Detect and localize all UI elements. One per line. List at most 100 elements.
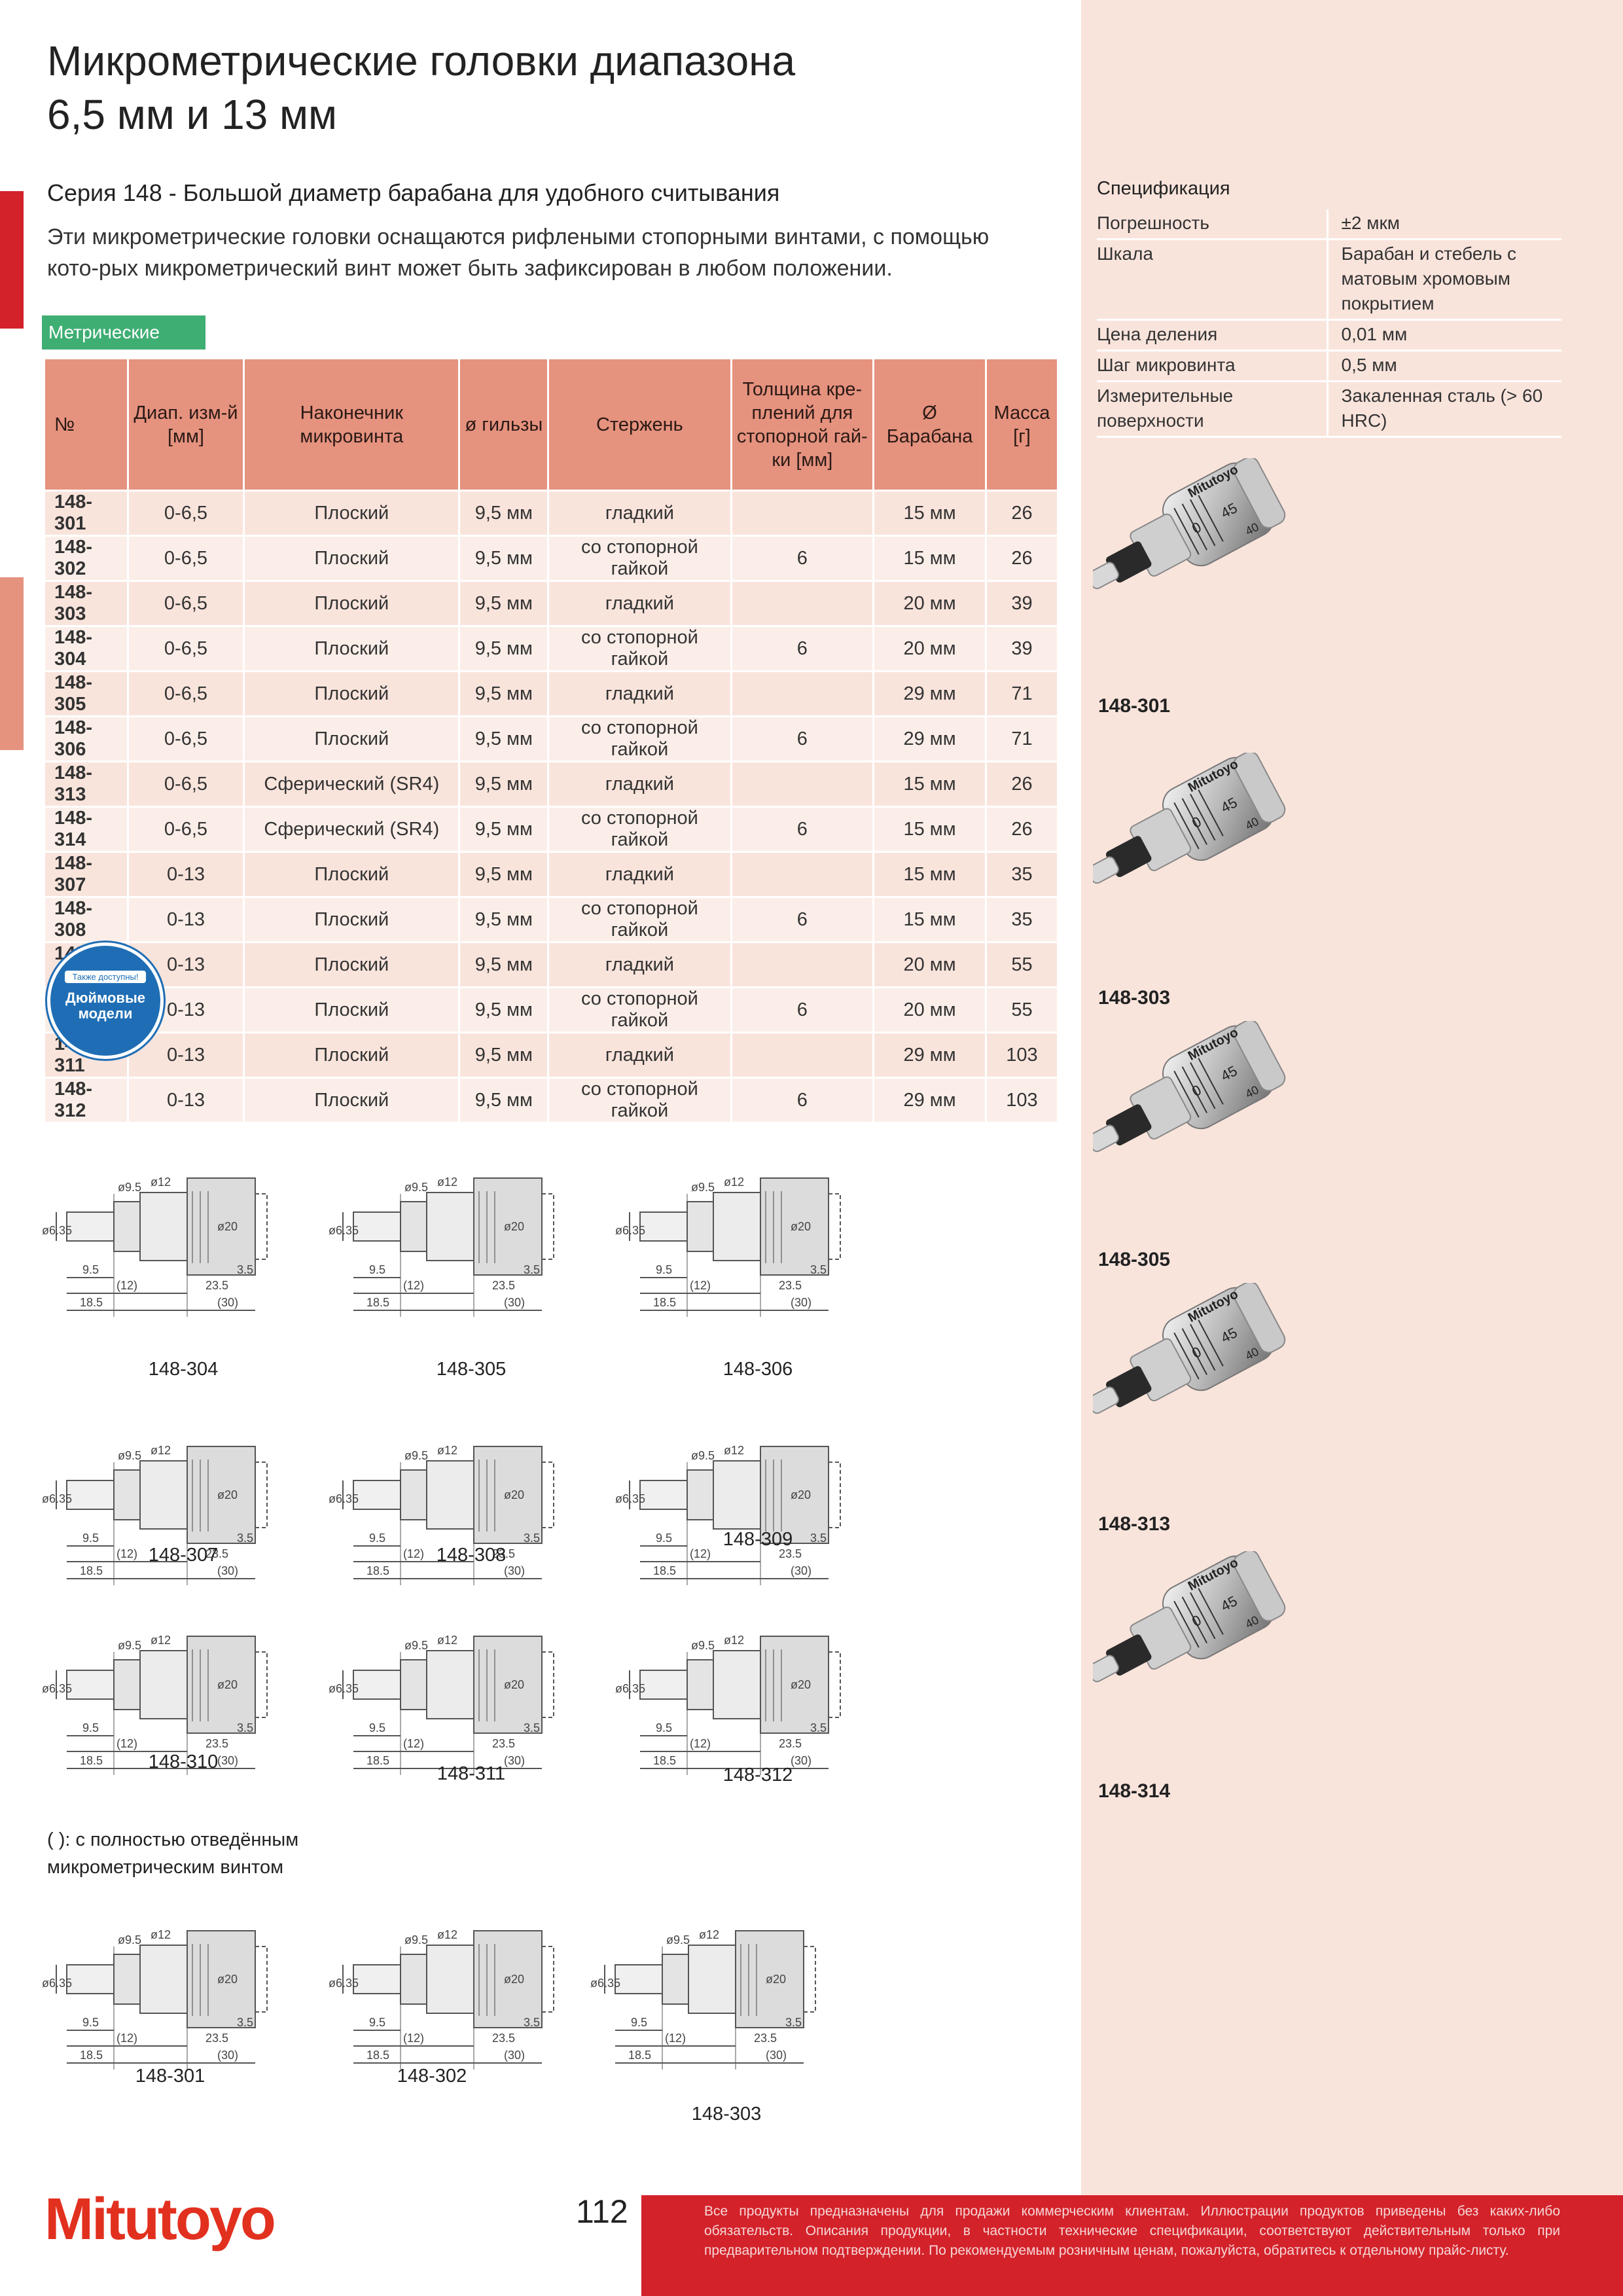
dim-text: ø20 <box>791 1678 811 1691</box>
photo-caption: 148-305 <box>1098 1249 1171 1270</box>
spindle-shape <box>353 1670 401 1700</box>
retracted-outline <box>255 1651 268 1718</box>
retracted-outline <box>255 1946 268 2013</box>
spec-value: ±2 мкм <box>1327 209 1561 240</box>
scale-tick <box>1190 1323 1216 1371</box>
photo-svg: Mitutoyo 45 0 40 <box>1087 456 1286 590</box>
dim-text: 9.5 <box>82 2016 99 2029</box>
table-cell <box>730 670 875 717</box>
dim-text: 23.5 <box>205 1737 228 1750</box>
spec-label: Цена деления <box>1097 319 1329 351</box>
drawing-caption: 148-310 <box>148 1751 219 1772</box>
dim-text: ø6.35 <box>42 1682 72 1695</box>
dim-text: 23.5 <box>205 1547 228 1560</box>
drawing-caption: 148-302 <box>397 2066 467 2087</box>
photo-caption: 148-301 <box>1098 695 1171 717</box>
technical-drawing: ø6.35 ø9.5 ø12 ø20 9.5 (12) 23.5 18.5 (3… <box>327 1597 589 1793</box>
table-cell: 71 <box>985 670 1059 717</box>
table-cell: со стопорной гайкой <box>547 986 732 1033</box>
dim-text: (12) <box>665 2032 686 2045</box>
table-cell: 9,5 мм <box>458 580 550 627</box>
table-cell: 0-6,5 <box>126 715 245 762</box>
spindle-shape <box>639 1670 688 1700</box>
table-cell: 35 <box>985 896 1059 943</box>
barrel-shape <box>139 1192 188 1261</box>
drawing-svg: ø6.35 ø9.5 ø12 ø20 9.5 (12) 23.5 18.5 (3… <box>615 1634 841 1775</box>
col-tip: Наконечник микровинта <box>243 357 461 492</box>
dim-text: 9.5 <box>369 2016 385 2029</box>
ratchet-knurl <box>1233 1549 1286 1622</box>
table-cell: 55 <box>985 986 1059 1033</box>
table-cell: 148-303 <box>43 580 129 627</box>
dim-text: ø12 <box>724 1444 744 1457</box>
dim-text: 3.5 <box>524 1721 540 1734</box>
table-cell: 29 мм <box>872 715 987 762</box>
table-cell: 39 <box>985 580 1059 627</box>
dim-text: (12) <box>690 1279 711 1292</box>
table-cell: 6 <box>730 896 875 943</box>
dim-text: ø20 <box>217 1973 238 1986</box>
dim-text: (30) <box>217 2049 238 2062</box>
scale-tick <box>1173 1070 1200 1118</box>
drawing-svg: ø6.35 ø9.5 ø12 ø20 9.5 (12) 23.5 18.5 (3… <box>42 1634 268 1775</box>
dim-text: (30) <box>217 1754 238 1767</box>
photo-caption: 148-313 <box>1098 1513 1171 1535</box>
sleeve-shape <box>400 1201 427 1252</box>
table-cell: 26 <box>985 806 1059 853</box>
drawing-caption: 148-304 <box>148 1359 219 1380</box>
table-cell: 9,5 мм <box>458 761 550 808</box>
table-cell: 20 мм <box>872 986 987 1033</box>
table-cell: 148-305 <box>43 670 129 717</box>
scale-tick <box>1173 507 1200 555</box>
photo-svg: Mitutoyo 45 0 40 <box>1087 751 1286 884</box>
table-cell: 26 <box>985 490 1059 537</box>
spindle-shape <box>615 1964 663 1994</box>
dim-text: ø9.5 <box>666 1933 690 1946</box>
technical-drawing: ø6.35 ø9.5 ø12 ø20 9.5 (12) 23.5 18.5 (3… <box>327 1892 589 2088</box>
table-cell: 0-6,5 <box>126 490 245 537</box>
table-cell: 9,5 мм <box>458 806 550 853</box>
thimble-shape <box>760 1446 829 1544</box>
product-table: № Диап. изм-й [мм] Наконечник микровинта… <box>43 357 1059 1124</box>
table-cell: Плоский <box>243 580 461 627</box>
table-cell: гладкий <box>547 580 732 627</box>
retracted-outline <box>829 1193 841 1260</box>
scale-tick <box>1181 798 1208 845</box>
scale-tick <box>1190 1592 1216 1640</box>
table-cell: 15 мм <box>872 806 987 853</box>
dim-text: ø9.5 <box>691 1449 715 1462</box>
chapter-tab-red <box>0 191 24 329</box>
thimble-shape <box>473 1930 543 2028</box>
scale-tick <box>1198 1058 1224 1105</box>
footer-disclaimer: Все продукты предназначены для продажи к… <box>641 2195 1623 2296</box>
table-cell: 9,5 мм <box>458 986 550 1033</box>
dim-text: ø6.35 <box>42 1492 72 1505</box>
dim-text: 18.5 <box>80 1296 103 1309</box>
sleeve-shape <box>400 1469 427 1520</box>
drawing-caption: 148-306 <box>722 1359 793 1380</box>
dim-text: 18.5 <box>366 1754 389 1767</box>
barrel-shape <box>713 1650 761 1719</box>
dim-text: ø12 <box>151 1928 171 1941</box>
dim-text: ø9.5 <box>404 1933 428 1946</box>
technical-drawing: ø6.35 ø9.5 ø12 ø20 9.5 (12) 23.5 18.5 (3… <box>41 1407 302 1604</box>
thimble-shape <box>760 1177 829 1276</box>
thimble-shape <box>760 1636 829 1734</box>
table-cell: 103 <box>985 1077 1059 1124</box>
dim-text: (12) <box>403 1279 424 1292</box>
table-cell: 0-6,5 <box>126 535 245 582</box>
series-heading: Серия 148 - Большой диаметр барабана для… <box>47 179 780 206</box>
dim-text: 3.5 <box>810 1532 827 1545</box>
sleeve-shape <box>662 1954 689 2005</box>
scale-tick <box>1198 789 1224 836</box>
table-cell <box>730 851 875 898</box>
table-cell: 148-302 <box>43 535 129 582</box>
spec-label: Измерительные поверхности <box>1097 381 1329 438</box>
dim-text: 9.5 <box>82 1532 99 1545</box>
dim-text: ø12 <box>437 1175 457 1189</box>
spindle-shape <box>66 1480 115 1510</box>
dim-text: 23.5 <box>492 1547 515 1560</box>
